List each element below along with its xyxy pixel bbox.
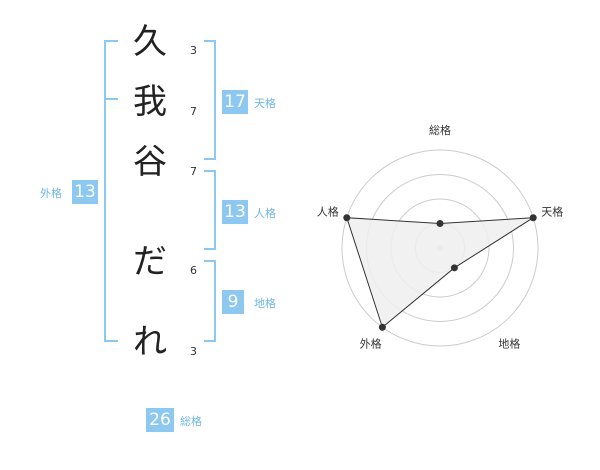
outer-bracket: [104, 40, 118, 342]
tenkaku-label: 天格: [254, 97, 276, 110]
tenkaku-bracket: [204, 40, 216, 160]
stroke-count: 6: [190, 264, 197, 277]
radar-data-point: [378, 323, 386, 331]
stroke-count: 3: [190, 345, 197, 358]
radar-axis-label: 人格: [317, 205, 339, 219]
stroke-count: 3: [190, 44, 197, 57]
chikaku-value-badge: 9: [222, 290, 244, 314]
jinkaku-value-badge: 13: [222, 200, 248, 224]
radar-data-point: [343, 214, 351, 222]
radar-data-area: [346, 217, 534, 329]
radar-data-point: [436, 220, 444, 227]
name-character: 谷: [133, 142, 167, 182]
soukaku-label: 総格: [180, 415, 202, 428]
chikaku-bracket: [204, 260, 216, 342]
radar-data-point: [529, 214, 537, 222]
name-character: 久: [133, 22, 167, 62]
radar-axis-label: 地格: [498, 336, 520, 350]
bracket-tick: [104, 98, 118, 100]
radar-data-point: [450, 264, 458, 272]
name-character: れ: [133, 322, 167, 362]
jinkaku-bracket: [204, 170, 216, 250]
gaikaku-value-badge: 13: [72, 180, 98, 204]
name-character: 我: [133, 82, 167, 122]
chikaku-label: 地格: [254, 297, 276, 310]
radar-axis-label: 外格: [360, 336, 382, 350]
jinkaku-label: 人格: [254, 207, 276, 220]
radar-axis-label: 総格: [429, 123, 451, 137]
stroke-count: 7: [190, 105, 197, 118]
tenkaku-value-badge: 17: [222, 90, 248, 114]
name-character: だ: [133, 242, 167, 282]
soukaku-value-badge: 26: [146, 408, 174, 432]
radar-axis-label: 天格: [541, 205, 563, 219]
stroke-count: 7: [190, 165, 197, 178]
gaikaku-label: 外格: [40, 187, 62, 200]
